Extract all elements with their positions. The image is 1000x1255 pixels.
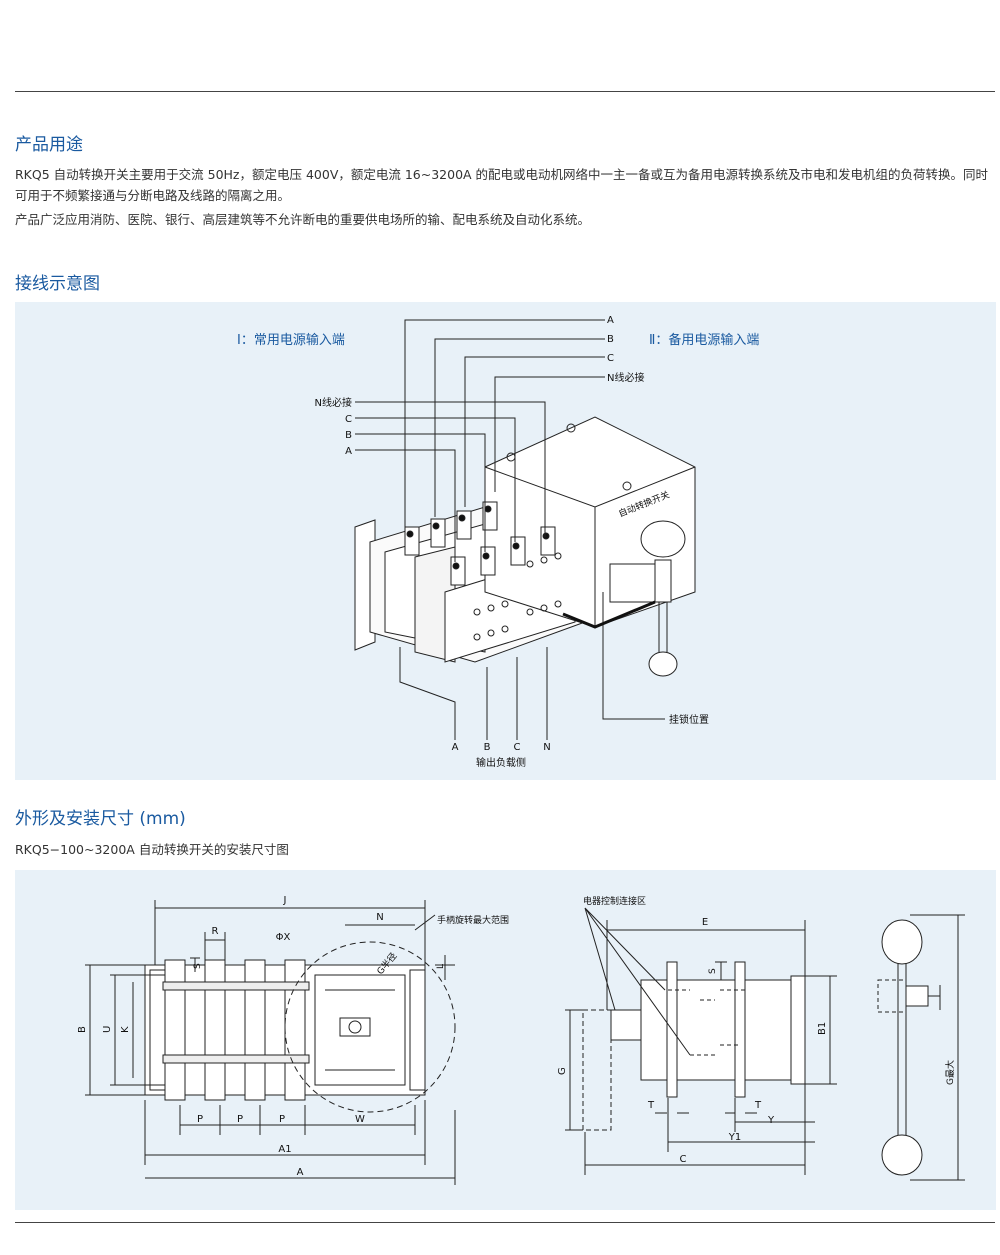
wiring-diagram-panel: A B C N线必接 Ⅰ：常用电源输入端 Ⅱ：备用电源输入端 N线必接 C B … (15, 302, 996, 780)
dim-e: E (702, 917, 708, 928)
dim-s-front: S (193, 963, 203, 969)
dim-y: Y (767, 1115, 775, 1126)
dim-a1: A1 (278, 1144, 291, 1155)
dim-p-2: P (237, 1114, 243, 1125)
dim-k: K (120, 1026, 131, 1033)
bottom-label-a: A (452, 742, 459, 753)
control-zone-label: 电器控制连接区 (583, 895, 646, 907)
dimensions-subtitle: RKQ5−100~3200A 自动转换开关的安装尺寸图 (15, 842, 289, 857)
dim-t-2: T (754, 1100, 762, 1111)
top-divider (15, 91, 995, 92)
dim-j: J (283, 895, 287, 906)
wiring-title: 接线示意图 (15, 274, 100, 294)
wiring-diagram: A B C N线必接 Ⅰ：常用电源输入端 Ⅱ：备用电源输入端 N线必接 C B … (237, 315, 759, 769)
dim-p-3: P (279, 1114, 285, 1125)
dim-u: U (102, 1026, 113, 1033)
output-side-label: 输出负载侧 (476, 756, 526, 769)
top-label-b: B (607, 334, 614, 345)
bottom-divider (15, 1222, 995, 1223)
dim-r: R (212, 926, 219, 937)
left-label-a: A (345, 446, 352, 457)
dim-a: A (297, 1167, 304, 1178)
bottom-label-c: C (514, 742, 521, 753)
dim-c: C (680, 1154, 687, 1165)
dim-s-side: S (708, 968, 718, 974)
lock-position-label: 挂锁位置 (669, 713, 709, 726)
source2-label: Ⅱ：备用电源输入端 (649, 332, 759, 348)
left-label-n: N线必接 (315, 396, 352, 409)
dimensions-title: 外形及安装尺寸 (mm) (15, 809, 186, 829)
dim-w: W (355, 1114, 365, 1125)
dim-phi-x: ΦX (276, 932, 291, 943)
dim-g-max: G最大 (944, 1060, 956, 1085)
top-label-a: A (607, 315, 614, 326)
bottom-label-n: N (543, 742, 550, 753)
usage-paragraph-1: RKQ5 自动转换开关主要用于交流 50Hz，额定电压 400V，额定电流 16… (15, 167, 989, 203)
usage-title: 产品用途 (15, 135, 83, 155)
handle-range-label: 手柄旋转最大范围 (437, 914, 509, 926)
bottom-label-b: B (484, 742, 491, 753)
dim-t-1: T (647, 1100, 655, 1111)
dimension-diagram: J N R ΦX S L G半径 手柄旋转最大范围 B U K P P P W … (77, 895, 965, 1185)
left-label-c: C (345, 414, 352, 425)
dim-n: N (376, 912, 383, 923)
dim-p-1: P (197, 1114, 203, 1125)
dim-l: L (436, 964, 446, 969)
dim-b1: B1 (817, 1022, 828, 1035)
dim-b: B (77, 1026, 88, 1033)
usage-paragraph-2: 产品广泛应用消防、医院、银行、高层建筑等不允许断电的重要供电场所的输、配电系统及… (15, 212, 591, 227)
dimension-diagram-panel: J N R ΦX S L G半径 手柄旋转最大范围 B U K P P P W … (15, 870, 996, 1210)
dim-g: G (557, 1067, 568, 1075)
top-label-c: C (607, 353, 614, 364)
top-label-n: N线必接 (607, 371, 644, 384)
left-label-b: B (345, 430, 352, 441)
dim-y1: Y1 (728, 1132, 741, 1143)
source1-label: Ⅰ：常用电源输入端 (237, 332, 345, 348)
